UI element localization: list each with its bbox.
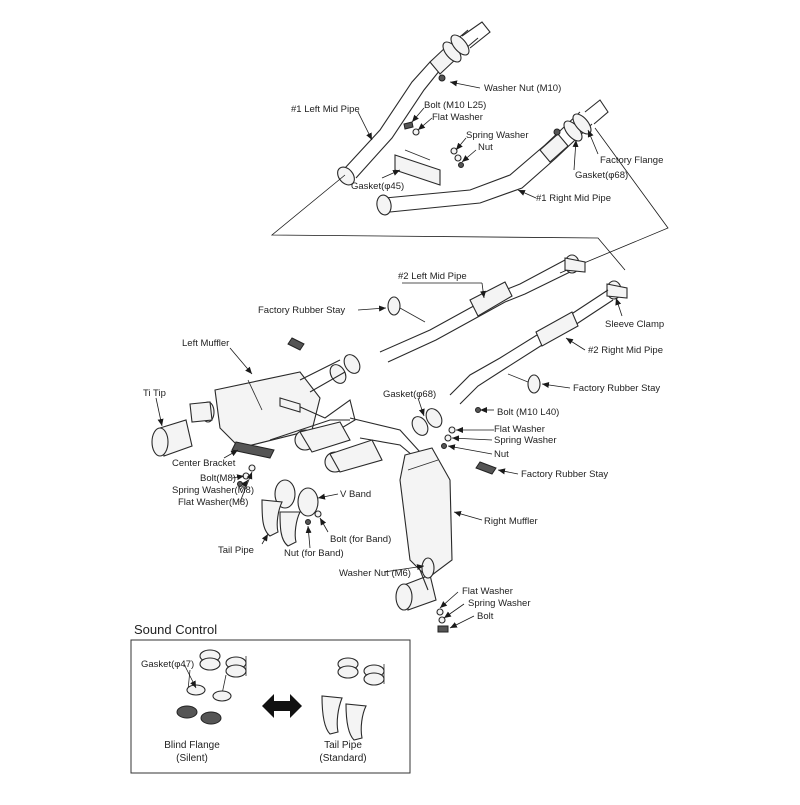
label-gasket-45: Gasket(φ45) (351, 181, 404, 192)
label-factory-rubber-stay-3: Factory Rubber Stay (521, 469, 608, 480)
tail-pipe-drawing (261, 479, 322, 547)
label-left-mid-pipe-2: #2 Left Mid Pipe (398, 271, 467, 282)
label-bolt-m10-l40: Bolt (M10 L40) (497, 407, 559, 418)
left-mid-pipe-2-drawing (379, 259, 571, 363)
label-washer-nut-m10: Washer Nut (M10) (484, 83, 561, 94)
label-center-bracket: Center Bracket (172, 458, 236, 469)
tail-pipe-assembly (321, 657, 385, 741)
label-nut-for-band: Nut (for Band) (284, 548, 344, 559)
bottom-hardware (436, 608, 449, 633)
label-nut-top: Nut (478, 142, 493, 153)
label-spring-washer-bottom: Spring Washer (468, 598, 530, 609)
join-line-left (270, 174, 626, 271)
m8-hardware (237, 464, 256, 487)
muffler-section (151, 359, 453, 633)
middle-section (287, 254, 628, 475)
blind-flange-assembly (176, 649, 247, 725)
blind-flange-caption: Blind Flange (164, 740, 220, 751)
label-left-muffler: Left Muffler (182, 338, 229, 349)
tail-pipe-icon (321, 695, 343, 735)
label-tail-pipe: Tail Pipe (218, 545, 254, 556)
upper-section (337, 21, 609, 216)
label-spring-washer-top: Spring Washer (466, 130, 528, 141)
label-right-muffler: Right Muffler (484, 516, 538, 527)
join-line-right (559, 127, 669, 274)
label-bolt-m10-l25: Bolt (M10 L25) (424, 100, 486, 111)
sound-control-panel: Sound Control Gasket(φ47) (130, 622, 411, 774)
blind-flange-icon (176, 705, 198, 719)
label-spring-washer-m8: Spring Washer(M8) (172, 485, 254, 496)
right-muffler-drawing (399, 447, 453, 591)
label-flat-washer-top: Flat Washer (432, 112, 483, 123)
upper-hardware (403, 74, 561, 168)
label-gasket-68-mid: Gasket(φ68) (383, 389, 436, 400)
label-factory-rubber-stay-2: Factory Rubber Stay (573, 383, 660, 394)
blind-flange-subcaption: (Silent) (176, 753, 208, 764)
center-pipe-drawing (279, 397, 431, 473)
sleeve-clamp-drawing (564, 254, 628, 300)
label-bolt-for-band: Bolt (for Band) (330, 534, 391, 545)
rubber-stay-drawings (387, 296, 541, 394)
right-mid-pipe-2-drawing (449, 289, 614, 405)
tail-pipe-caption: Tail Pipe (324, 740, 362, 751)
double-arrow-icon (262, 694, 302, 718)
label-flat-washer-mid: Flat Washer (494, 424, 545, 435)
label-factory-flange: Factory Flange (600, 155, 663, 166)
left-mid-pipe-1-drawing (337, 21, 491, 186)
label-spring-washer-mid: Spring Washer (494, 435, 556, 446)
label-right-mid-pipe-2: #2 Right Mid Pipe (588, 345, 663, 356)
label-gasket-47: Gasket(φ47) (141, 659, 194, 670)
label-nut-mid: Nut (494, 449, 509, 460)
label-gasket-68-top: Gasket(φ68) (575, 170, 628, 181)
labels-layer: Washer Nut (M10) #1 Left Mid Pipe Bolt (… (143, 80, 664, 629)
label-right-mid-pipe-1: #1 Right Mid Pipe (536, 193, 611, 204)
tail-pipe-subcaption: (Standard) (319, 753, 366, 764)
label-flat-washer-bottom: Flat Washer (462, 586, 513, 597)
label-washer-nut-m6: Washer Nut (M6) (339, 568, 411, 579)
label-bolt-m8: Bolt(M8) (200, 473, 236, 484)
label-factory-rubber-stay-1: Factory Rubber Stay (258, 305, 345, 316)
center-bracket-drawing (231, 397, 301, 459)
label-sleeve-clamp: Sleeve Clamp (605, 319, 664, 330)
ti-tip-drawing (151, 419, 437, 611)
label-flat-washer-m8: Flat Washer(M8) (178, 497, 248, 508)
label-bolt-bottom: Bolt (477, 611, 494, 622)
label-ti-tip: Ti Tip (143, 388, 166, 399)
label-v-band: V Band (340, 489, 371, 500)
label-left-mid-pipe-1: #1 Left Mid Pipe (291, 104, 360, 115)
sound-control-title: Sound Control (134, 622, 217, 637)
sound-control-frame (130, 639, 411, 774)
